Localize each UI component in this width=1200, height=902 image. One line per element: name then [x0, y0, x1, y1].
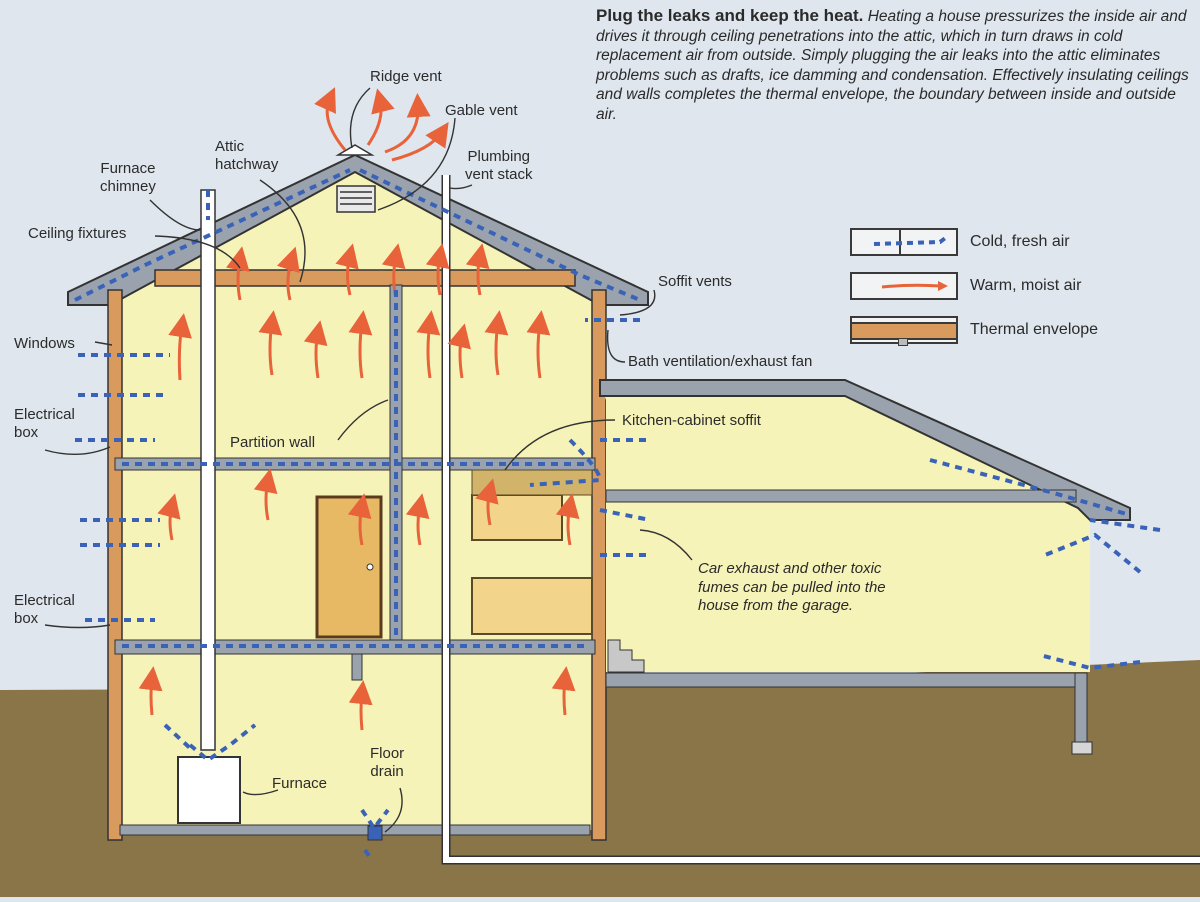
- thermal-envelope-swatch-icon: [850, 316, 958, 346]
- label-plumbing-vent-stack: Plumbing vent stack: [465, 148, 533, 183]
- label-leaders: [44, 87, 693, 833]
- label-windows: Windows: [14, 335, 75, 352]
- ridge-vent: [335, 144, 375, 156]
- label-electrical-box-lower: Electrical box: [14, 592, 75, 627]
- label-ceiling-fixtures: Ceiling fixtures: [28, 225, 127, 242]
- label-soffit-vents: Soffit vents: [658, 273, 732, 290]
- legend-label-warm-air: Warm, moist air: [970, 277, 1082, 294]
- legend-label-thermal-envelope: Thermal envelope: [970, 321, 1099, 338]
- legend-label-cold-air: Cold, fresh air: [970, 233, 1070, 250]
- upper-cabinets: [471, 494, 563, 541]
- warm-air-swatch-icon: [850, 272, 958, 300]
- garage: [599, 379, 1131, 755]
- label-partition-wall: Partition wall: [230, 434, 316, 451]
- garage-fumes-note: Car exhaust and other toxic fumes can be…: [698, 560, 886, 614]
- cold-air-arrows: [74, 168, 1161, 862]
- label-ridge-vent: Ridge vent: [370, 68, 442, 85]
- caption-title: Plug the leaks and keep the heat.: [596, 6, 864, 25]
- label-furnace: Furnace: [272, 775, 328, 792]
- furnace-chimney: [200, 189, 216, 751]
- label-bath-fan: Bath ventilation/exhaust fan: [628, 353, 813, 370]
- label-floor-drain: Floor drain: [370, 745, 405, 780]
- furnace: [177, 756, 241, 824]
- lower-cabinets: [471, 577, 593, 635]
- label-electrical-box-upper: Electrical box: [14, 406, 75, 441]
- cold-air-swatch-icon: [850, 228, 958, 256]
- caption-body: Heating a house pressurizes the inside a…: [596, 8, 1189, 123]
- label-kitchen-cabinet-soffit: Kitchen-cabinet soffit: [622, 412, 761, 429]
- caption-block: Plug the leaks and keep the heat. Heatin…: [596, 6, 1196, 124]
- label-gable-vent: Gable vent: [445, 102, 518, 119]
- gable-vent: [336, 185, 376, 213]
- label-attic-hatchway: Attic hatchway: [215, 138, 279, 173]
- label-furnace-chimney: Furnace chimney: [100, 160, 156, 195]
- warm-air-arrows: [138, 87, 580, 731]
